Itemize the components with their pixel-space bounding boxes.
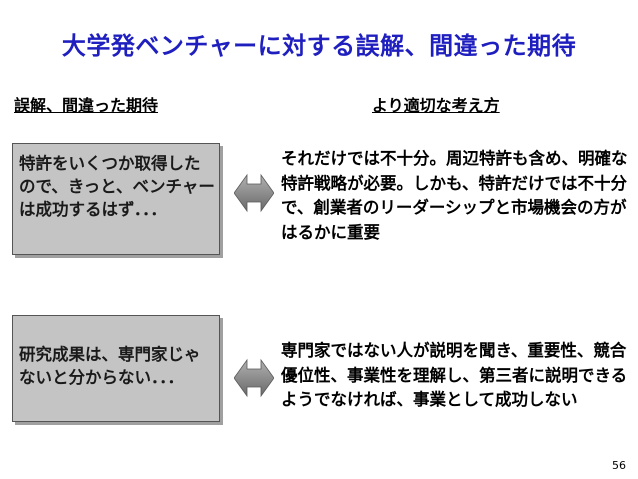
better-view-text-2: 専門家ではない人が説明を聞き、重要性、競合優位性、事業性を理解し、第三者に説明で…: [281, 341, 628, 409]
misconception-box-1: 特許をいくつか取得したので、きっと、ベンチャーは成功するはず．．．: [12, 143, 220, 255]
double-arrow-icon: [234, 173, 274, 213]
better-view-column-heading: より適切な考え方: [372, 96, 500, 115]
misconception-box-2: 研究成果は、専門家じゃないと分からない．．．: [12, 315, 220, 422]
double-arrow-icon: [234, 358, 274, 398]
misconception-column-heading: 誤解、間違った期待: [14, 96, 159, 115]
misconception-text-2: 研究成果は、専門家じゃないと分からない．．．: [19, 345, 201, 387]
page-number: 56: [612, 459, 626, 472]
misconception-text-1: 特許をいくつか取得したので、きっと、ベンチャーは成功するはず．．．: [19, 154, 215, 219]
better-view-text-1: それだけでは不十分。周辺特許も含め、明確な特許戦略が必要。しかも、特許だけでは不…: [281, 149, 628, 242]
slide-title: 大学発ベンチャーに対する誤解、間違った期待: [61, 32, 577, 60]
